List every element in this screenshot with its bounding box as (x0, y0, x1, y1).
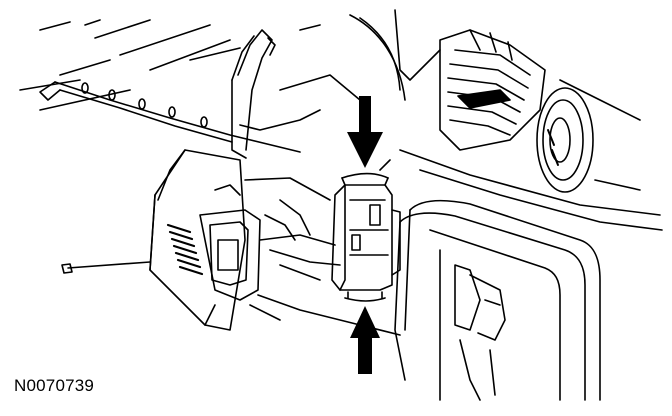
round-vent (536, 87, 594, 193)
leader-line (61, 261, 151, 274)
lower-support (244, 177, 401, 336)
electrical-connector (331, 172, 401, 302)
display-bezel (394, 199, 601, 401)
figure-id-label: N0070739 (14, 376, 95, 395)
arrow-up-icon (350, 306, 380, 374)
dashboard-top-surface (19, 19, 321, 111)
air-vent (439, 29, 546, 151)
support-pillar (231, 29, 276, 159)
dashboard-right-body (379, 79, 663, 231)
left-housing (149, 149, 261, 331)
arrow-down-icon (347, 96, 383, 168)
dashboard-edge (39, 81, 301, 153)
upper-right-panel (239, 9, 441, 131)
